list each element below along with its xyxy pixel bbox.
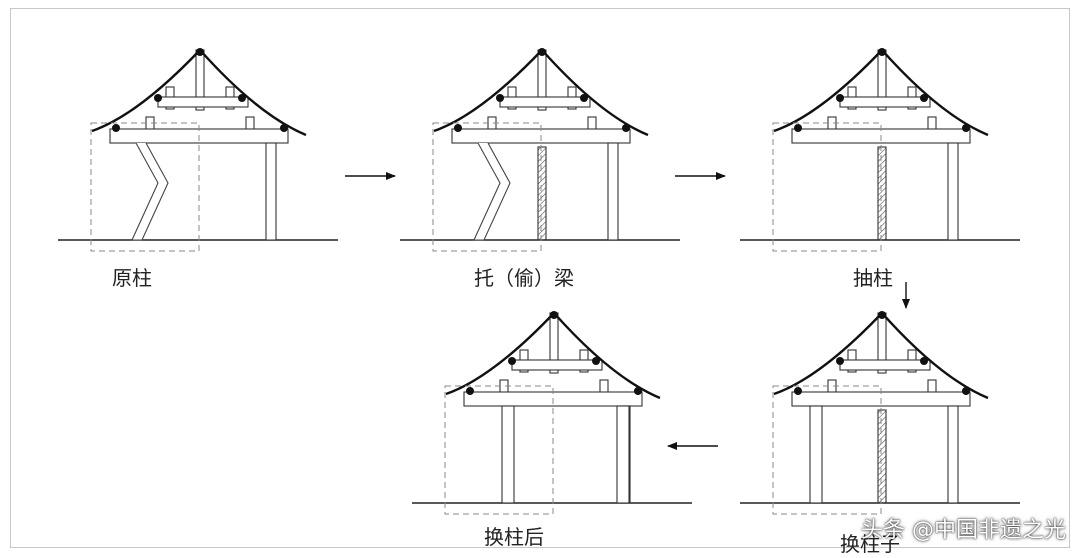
shoring-post [877, 409, 887, 504]
work-area-box [772, 385, 882, 515]
upper-beam [839, 359, 931, 371]
purlin-node [580, 94, 588, 102]
upper-beam [839, 96, 931, 108]
caption-shore-beam: 托（偷）梁 [474, 266, 574, 290]
purlin-node [962, 387, 970, 395]
panel-original [58, 48, 338, 252]
caption-after-replacement: 换柱后 [484, 525, 544, 549]
purlin-node [238, 94, 246, 102]
new-column [809, 405, 823, 504]
right-column-outline [616, 405, 630, 504]
shoring-post [877, 146, 887, 241]
damaged-column [473, 142, 511, 241]
work-area-box [772, 122, 882, 252]
purlin-node [794, 124, 802, 132]
purlin-node [794, 387, 802, 395]
purlin-node [878, 48, 886, 56]
purlin-node [878, 311, 886, 319]
purlin-node [154, 94, 162, 102]
purlin-node [962, 124, 970, 132]
watermark: 头条 @中国非遗之光 [861, 518, 1066, 543]
panel-inserting [740, 311, 1020, 515]
shoring-post [537, 146, 547, 241]
right-column [947, 405, 959, 504]
work-area-box [432, 122, 542, 252]
purlin-node [466, 387, 474, 395]
right-column [265, 142, 277, 241]
purlin-node [634, 387, 642, 395]
purlin-node [496, 94, 504, 102]
purlin-node [538, 48, 546, 56]
panel-shored [400, 48, 680, 252]
panel-replaced [412, 311, 692, 515]
purlin-node [280, 124, 288, 132]
work-area-box [444, 385, 554, 515]
caption-insert-column: 换柱子 [840, 532, 900, 556]
right-column [947, 142, 959, 241]
purlin-node [920, 357, 928, 365]
upper-beam [157, 96, 249, 108]
panel-removed [740, 48, 1020, 252]
purlin-node [112, 124, 120, 132]
right-column [607, 142, 619, 241]
figure-frame [10, 8, 1070, 548]
purlin-node [920, 94, 928, 102]
purlin-node [508, 357, 516, 365]
caption-remove-column: 抽柱 [853, 266, 893, 290]
purlin-node [836, 94, 844, 102]
caption-original-column: 原柱 [112, 266, 152, 290]
purlin-node [454, 124, 462, 132]
damaged-column [131, 142, 169, 241]
work-area-box [90, 122, 200, 252]
purlin-node [836, 357, 844, 365]
purlin-node [622, 124, 630, 132]
new-column [501, 405, 515, 504]
upper-beam [499, 96, 591, 108]
purlin-node [196, 48, 204, 56]
upper-beam [511, 359, 603, 371]
purlin-node [550, 311, 558, 319]
purlin-node [592, 357, 600, 365]
